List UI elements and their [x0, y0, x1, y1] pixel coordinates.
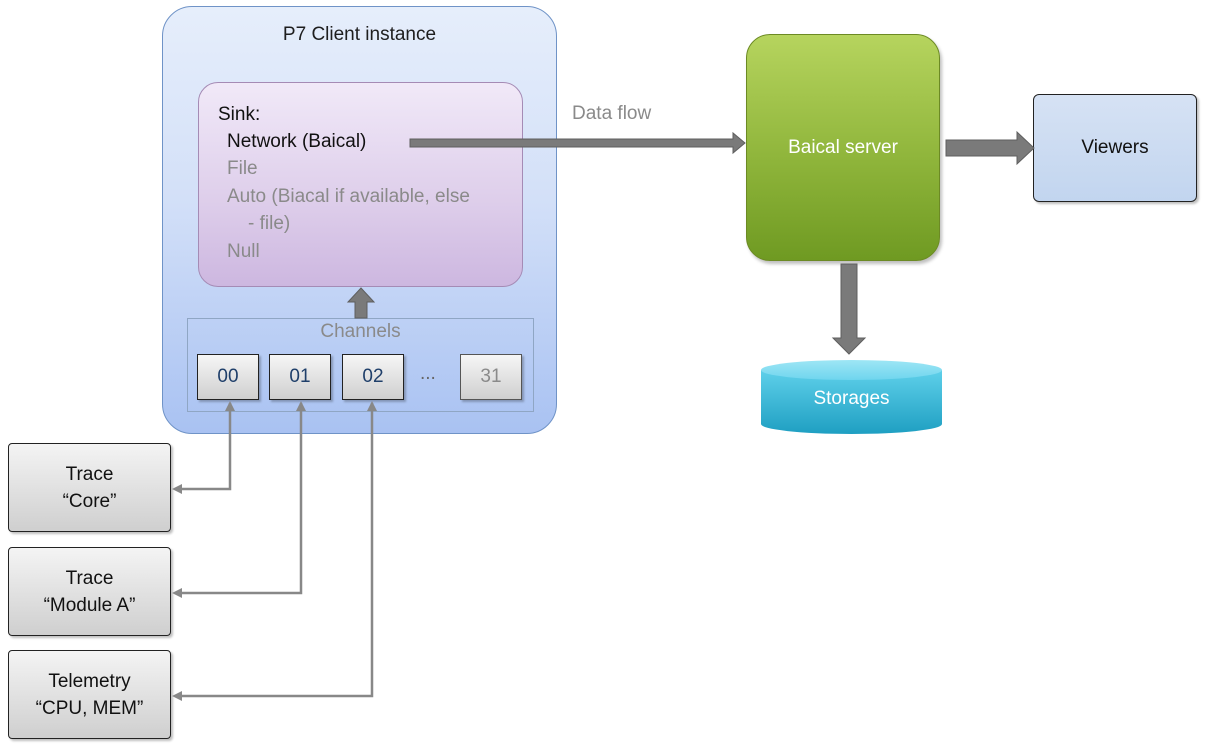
channel-02: 02 [342, 354, 404, 400]
source-name-label: “Core” [62, 490, 117, 512]
server-to-storages-arrow [831, 263, 867, 355]
channels-to-sink-arrow [346, 287, 376, 319]
channels-title: Channels [320, 321, 401, 342]
sink-option-null: Null [227, 241, 260, 262]
channel-ellipsis: ... [420, 363, 436, 384]
connector-arrowheads [172, 401, 377, 701]
source-trace-core: Trace “Core” [8, 443, 171, 532]
source-type-label: Trace [65, 463, 114, 485]
data-flow-label: Data flow [572, 103, 652, 124]
source-telemetry-cpu-mem: Telemetry “CPU, MEM” [8, 650, 171, 739]
channel-01: 01 [269, 354, 331, 400]
storages-cylinder [761, 360, 943, 434]
source-type-label: Telemetry [48, 670, 131, 692]
sink-option-file: File [227, 158, 258, 179]
source-name-label: “Module A” [43, 594, 136, 616]
server-to-viewers-arrow [945, 130, 1035, 166]
channel-31: 31 [460, 354, 522, 400]
baical-server-box: Baical server [746, 34, 940, 261]
source-type-label: Trace [65, 567, 114, 589]
source-trace-module-a: Trace “Module A” [8, 547, 171, 636]
source-connectors [182, 403, 374, 698]
sink-label: Sink: [218, 104, 261, 125]
source-name-label: “CPU, MEM” [35, 697, 144, 719]
data-flow-arrow [409, 131, 746, 155]
storages-label: Storages [813, 388, 890, 409]
viewers-box: Viewers [1033, 94, 1197, 202]
client-instance-title: P7 Client instance [282, 24, 437, 45]
sink-box [198, 82, 523, 287]
sink-option-auto: Auto (Biacal if available, else [227, 186, 470, 207]
channel-00: 00 [197, 354, 259, 400]
sink-option-auto-continued: - file) [248, 213, 291, 234]
sink-option-network: Network (Baical) [227, 131, 367, 152]
